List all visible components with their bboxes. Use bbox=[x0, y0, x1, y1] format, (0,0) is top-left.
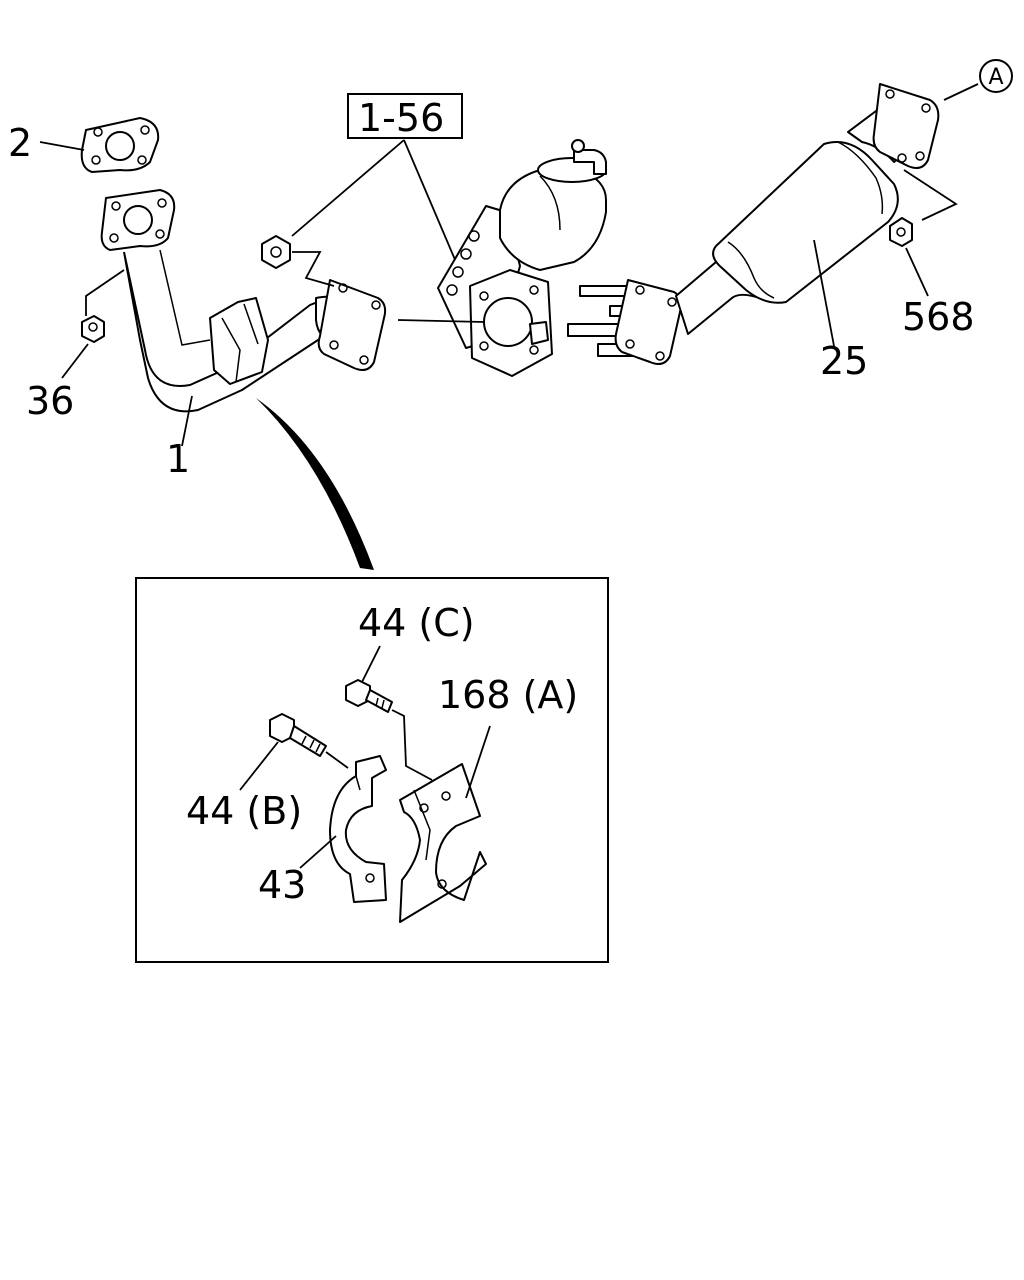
label-assembly-ref: 1-56 bbox=[358, 96, 444, 140]
bolt-c-leader bbox=[361, 645, 381, 683]
label-bolt-c: 44 (C) bbox=[358, 601, 475, 645]
assembly-leader-a bbox=[291, 139, 405, 237]
bolt-c-part bbox=[345, 679, 393, 713]
ref-marker-leader bbox=[943, 83, 979, 101]
gasket-part bbox=[80, 117, 160, 173]
bracket-leader bbox=[465, 725, 491, 799]
detail-callout-arrow bbox=[256, 398, 374, 570]
assembly-nut-part bbox=[261, 235, 291, 269]
bolt-b-leader bbox=[239, 741, 279, 791]
nut-right-leader bbox=[905, 247, 929, 297]
gasket-leader bbox=[39, 141, 85, 151]
converter-leader bbox=[813, 239, 835, 347]
assembly-leader-b bbox=[403, 139, 457, 263]
label-bracket: 168 (A) bbox=[438, 673, 578, 717]
label-nut-right: 568 bbox=[902, 295, 975, 339]
bolt-c-link bbox=[391, 709, 433, 781]
bolt-b-part bbox=[269, 713, 327, 757]
label-clamp: 43 bbox=[258, 863, 306, 907]
clamp-part bbox=[329, 755, 387, 903]
bracket-part bbox=[399, 763, 487, 923]
reference-marker: A bbox=[979, 59, 1013, 93]
assembly-nut-link bbox=[292, 251, 335, 287]
valve-body-part bbox=[437, 139, 607, 377]
nut-left-leader bbox=[61, 343, 89, 379]
nut-left-leader-top bbox=[85, 269, 125, 316]
assembly-ref-box: 1-56 bbox=[347, 93, 463, 140]
label-gasket: 2 bbox=[8, 121, 32, 165]
catalytic-converter-part bbox=[614, 83, 940, 365]
label-nut-left: 36 bbox=[26, 379, 74, 423]
front-pipe-part bbox=[100, 189, 387, 413]
label-front-pipe: 1 bbox=[166, 437, 190, 481]
nut-right-part bbox=[889, 217, 913, 247]
pipe-to-valve-line bbox=[397, 319, 485, 323]
bolt-b-link bbox=[325, 751, 349, 769]
nut-right-link bbox=[903, 169, 958, 221]
label-catalytic-converter: 25 bbox=[820, 339, 868, 383]
nut-left-part bbox=[81, 315, 105, 343]
label-bolt-b: 44 (B) bbox=[186, 789, 302, 833]
clamp-leader bbox=[299, 835, 337, 869]
label-ref-marker: A bbox=[988, 65, 1003, 90]
front-pipe-leader bbox=[181, 395, 193, 447]
